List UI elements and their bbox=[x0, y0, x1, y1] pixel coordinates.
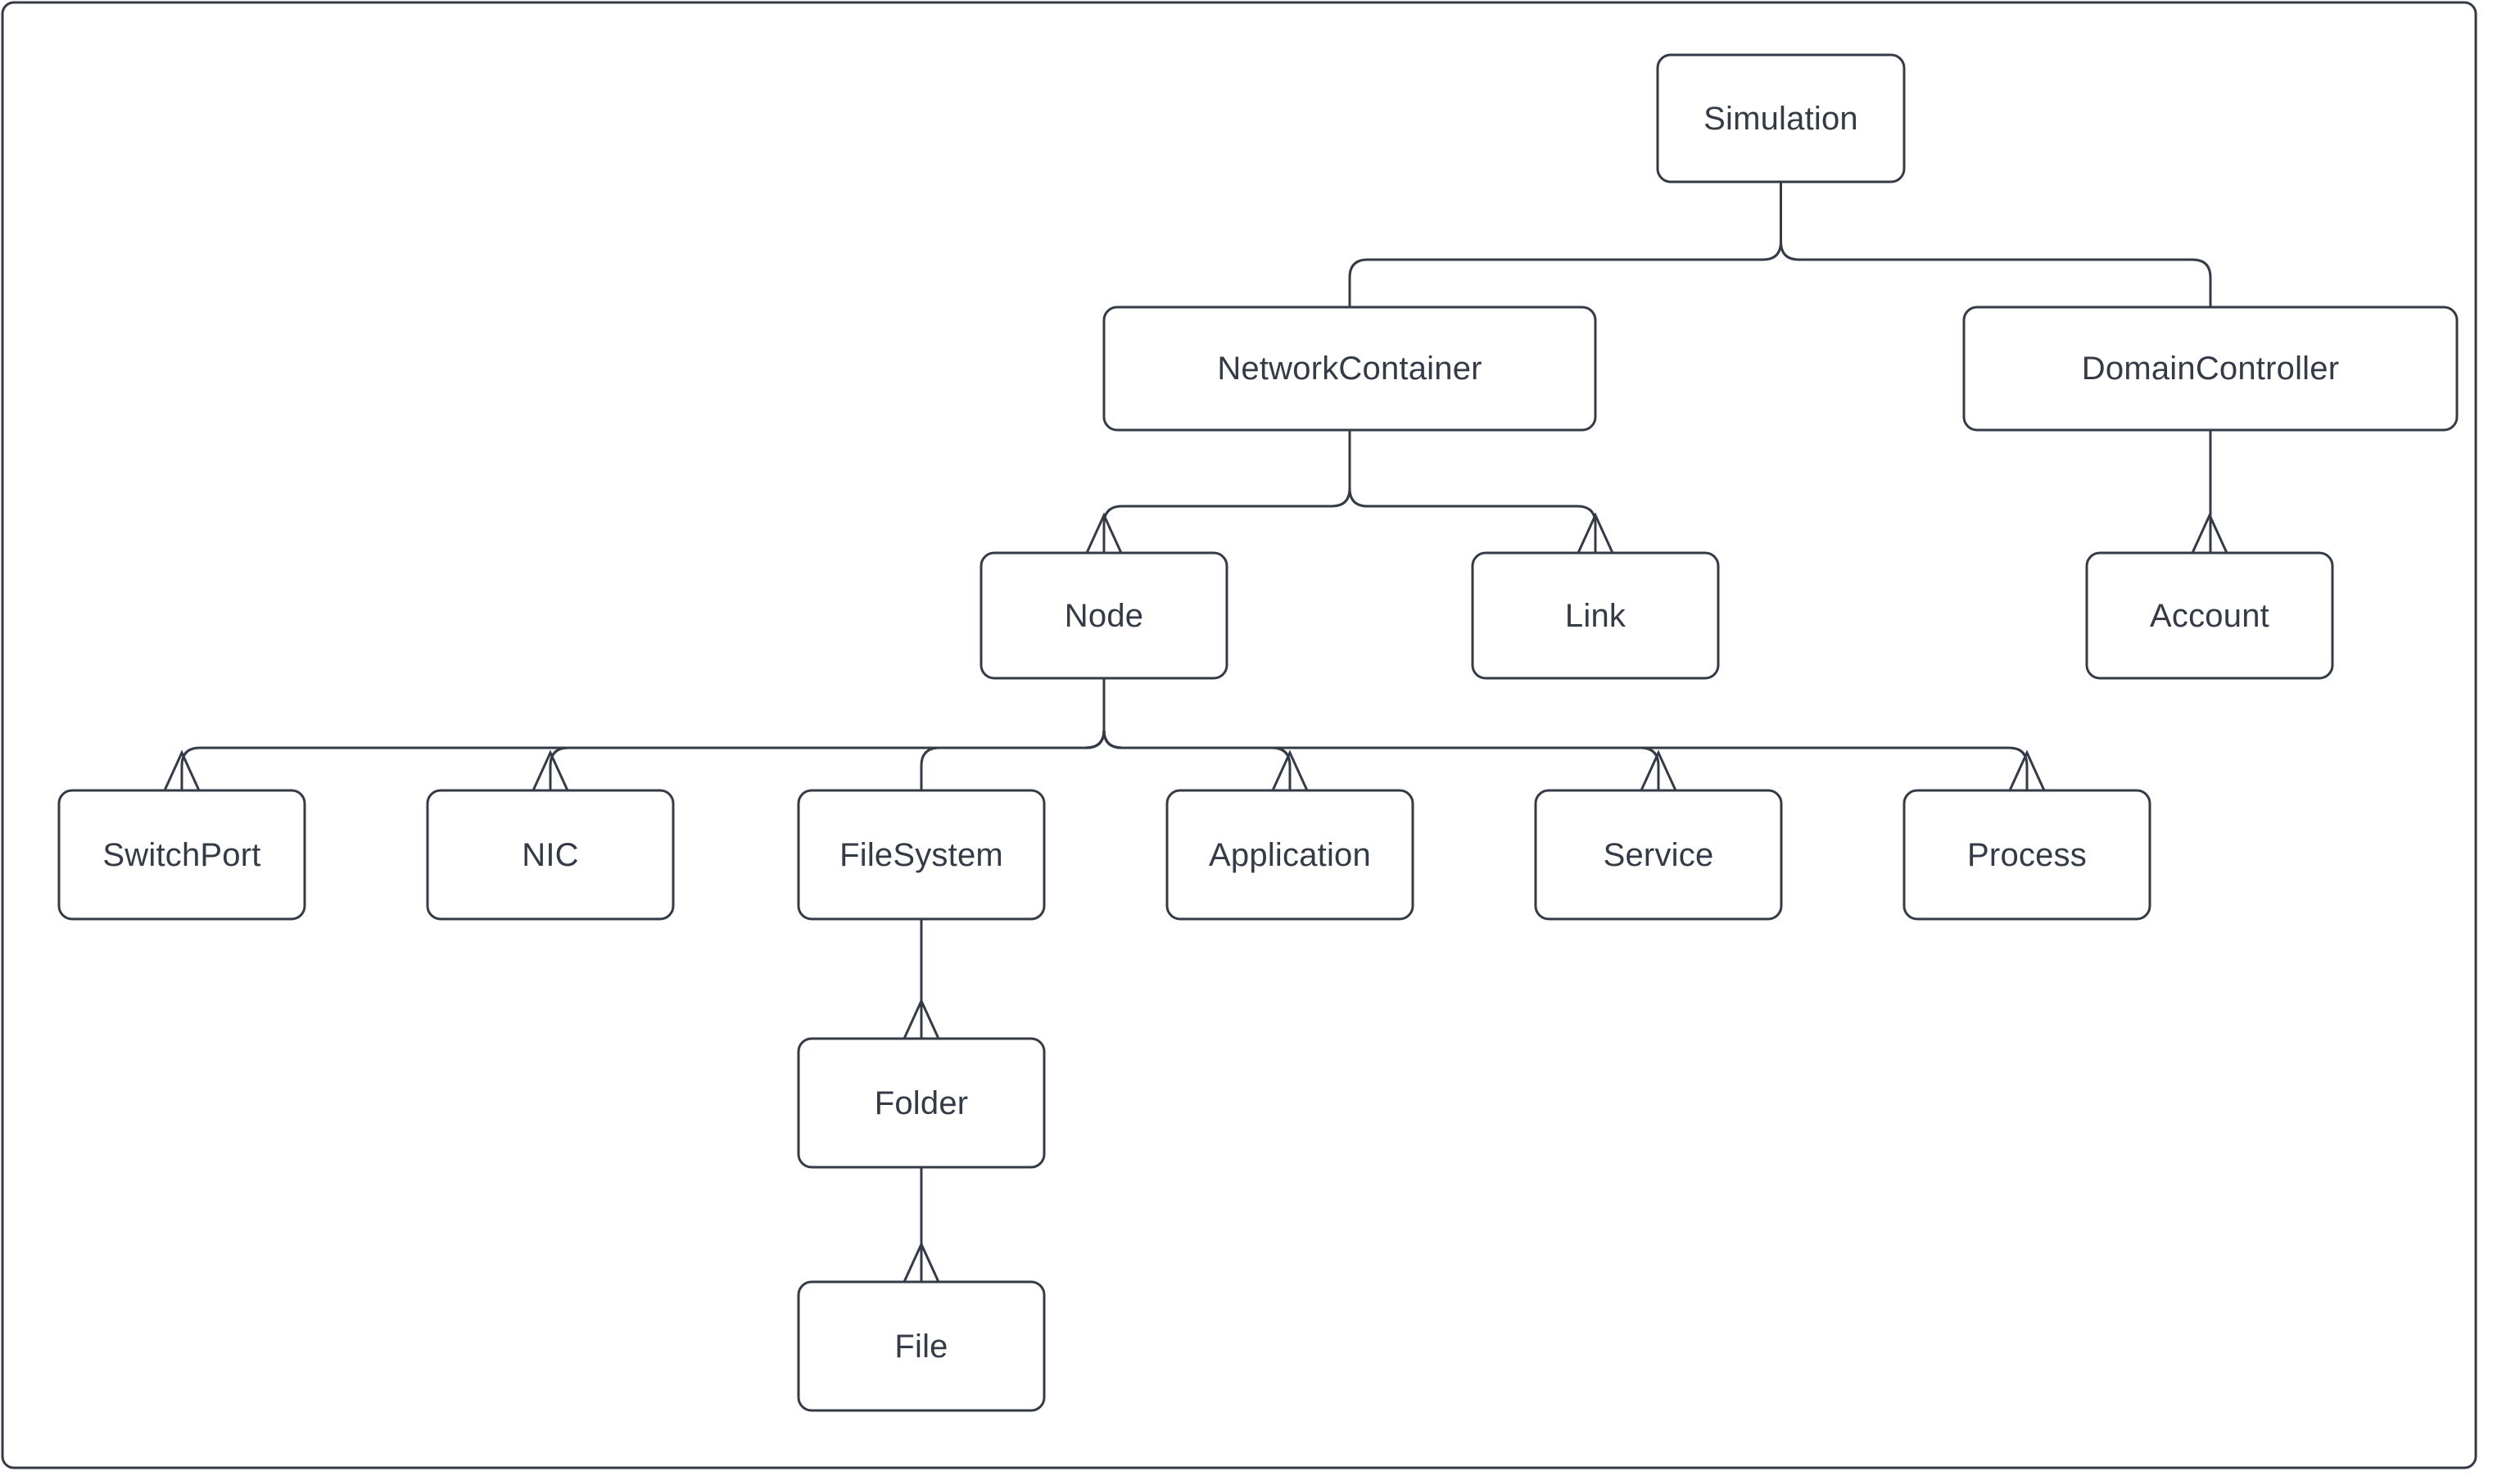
class-node-folder[interactable] bbox=[799, 1039, 1044, 1167]
class-box-network-container bbox=[1102, 306, 1597, 432]
class-box-filesystem bbox=[797, 789, 1046, 921]
class-node-account[interactable] bbox=[2087, 553, 2332, 678]
class-box-service bbox=[1534, 789, 1783, 921]
class-box-folder bbox=[797, 1037, 1046, 1169]
edge-layer bbox=[180, 182, 2212, 1282]
generalization-arrowhead-link bbox=[1577, 512, 1614, 554]
generalization-arrowhead-account bbox=[2191, 512, 2228, 554]
class-node-service[interactable] bbox=[1536, 790, 1781, 919]
class-node-nic[interactable] bbox=[428, 790, 673, 919]
class-node-simulation[interactable] bbox=[1658, 55, 1904, 182]
class-node-link[interactable] bbox=[1473, 553, 1718, 678]
generalization-arrowhead-folder bbox=[903, 998, 940, 1039]
generalization-arrowhead-file bbox=[903, 1241, 940, 1283]
class-node-filesystem[interactable] bbox=[799, 790, 1044, 919]
class-box-file bbox=[797, 1280, 1046, 1412]
class-box-account bbox=[2085, 551, 2334, 680]
class-node-node[interactable] bbox=[981, 553, 1227, 678]
class-box-process bbox=[1902, 789, 2151, 921]
class-node-switchport[interactable] bbox=[59, 790, 305, 919]
generalization-arrowhead-service bbox=[1640, 749, 1677, 791]
edge-simulation-to-network-container bbox=[1348, 182, 1782, 307]
edge-simulation-to-domain-controller bbox=[1780, 182, 2212, 307]
class-box-node bbox=[979, 551, 1228, 680]
class-node-network-container[interactable] bbox=[1104, 307, 1595, 430]
class-box-simulation bbox=[1656, 53, 1906, 183]
class-node-file[interactable] bbox=[799, 1282, 1044, 1410]
edge-node-to-filesystem bbox=[920, 678, 1106, 790]
class-box-nic bbox=[426, 789, 675, 921]
canvas-frame bbox=[1, 1, 2477, 1469]
class-node-domain-controller[interactable] bbox=[1964, 307, 2457, 430]
node-box-layer bbox=[57, 53, 2459, 1412]
class-node-process[interactable] bbox=[1904, 790, 2150, 919]
generalization-arrowhead-nic bbox=[532, 749, 569, 791]
generalization-arrowhead-node bbox=[1085, 512, 1123, 554]
edge-node-to-process bbox=[1102, 678, 2029, 790]
generalization-arrowhead-switchport bbox=[163, 749, 201, 791]
class-node-application[interactable] bbox=[1167, 790, 1413, 919]
class-box-switchport bbox=[57, 789, 306, 921]
class-box-domain-controller bbox=[1962, 306, 2459, 432]
class-box-application bbox=[1165, 789, 1414, 921]
generalization-arrowhead-application bbox=[1271, 749, 1309, 791]
class-box-link bbox=[1471, 551, 1720, 680]
arrowhead-layer bbox=[163, 512, 2228, 1283]
generalization-arrowhead-process bbox=[2008, 749, 2046, 791]
